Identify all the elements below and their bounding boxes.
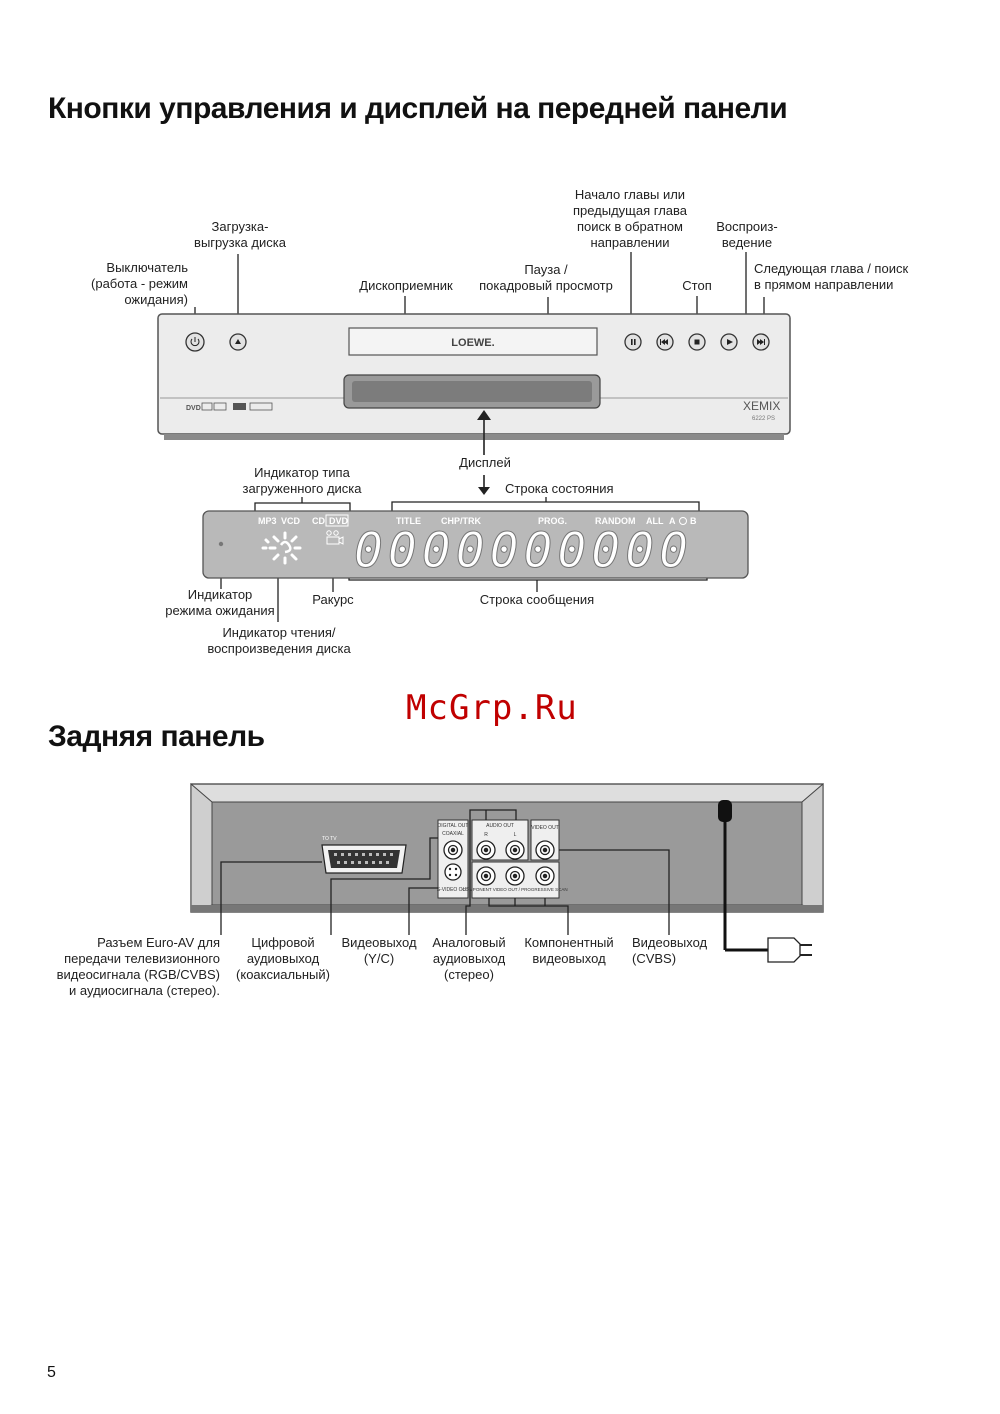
svideo-out-label: S-VIDEO OUT bbox=[437, 887, 470, 893]
brand-logo: LOEWE. bbox=[451, 337, 494, 349]
front-panel-diagram: LOEWE. DVD XEMIX 6222 PS bbox=[157, 252, 791, 622]
disc-spin-icon bbox=[261, 531, 302, 565]
audio-l-label: L bbox=[514, 832, 517, 838]
front-section-title: Кнопки управления и дисплей на передней … bbox=[48, 92, 788, 125]
label-read-indicator: Индикатор чтения/воспроизведения диска bbox=[207, 625, 351, 656]
vfd-prog: PROG. bbox=[538, 516, 567, 526]
vfd-message-digits: 0000000000 bbox=[354, 523, 693, 579]
label-stop: Стоп bbox=[682, 278, 712, 293]
label-pause: Пауза /покадровый просмотр bbox=[479, 262, 613, 293]
vfd-random: RANDOM bbox=[595, 516, 636, 526]
label-angle: Ракурс bbox=[312, 592, 354, 607]
angle-icon bbox=[326, 530, 344, 545]
vfd-vcd: VCD bbox=[281, 516, 301, 526]
watermark: McGrp.Ru bbox=[406, 688, 578, 728]
audio-out-label: AUDIO OUT bbox=[486, 823, 514, 829]
vfd-all: ALL bbox=[646, 516, 664, 526]
component-out-label: COMPONENT VIDEO OUT / PROGRESSIVE SCAN bbox=[462, 887, 567, 892]
vfd-b: B bbox=[690, 516, 697, 526]
label-message-row: Строка сообщения bbox=[479, 592, 595, 607]
label-video-yc: Видеовыход(Y/C) bbox=[341, 935, 417, 966]
rear-panel-diagram: TO TV DIGITAL OUT COAXIAL AUDIO OUT R L … bbox=[190, 782, 824, 963]
label-video-cvbs: Видеовыход(CVBS) bbox=[632, 935, 708, 966]
video-out-label: VIDEO OUT bbox=[531, 825, 559, 831]
label-tray: Дископриемник bbox=[359, 278, 453, 293]
label-play: Воспроиз-ведение bbox=[716, 219, 778, 250]
label-eject: Загрузка-выгрузка диска bbox=[194, 219, 286, 250]
vfd-chp-trk: CHP/TRK bbox=[441, 516, 481, 526]
model-logo: XEMIX bbox=[743, 399, 780, 413]
label-display: Дисплей bbox=[459, 455, 511, 470]
vfd-title: TITLE bbox=[396, 516, 421, 526]
dvd-logo: DVD bbox=[186, 405, 201, 412]
digital-out-label: DIGITAL OUT bbox=[438, 823, 469, 829]
coaxial-label: COAXIAL bbox=[442, 831, 464, 837]
rear-section-title: Задняя панель bbox=[48, 720, 265, 753]
vfd-a: A bbox=[669, 516, 676, 526]
audio-r-label: R bbox=[484, 832, 488, 838]
label-status-row: Строка состояния bbox=[505, 481, 614, 496]
vfd-dvd: DVD bbox=[329, 516, 349, 526]
vfd-cd: CD bbox=[312, 516, 325, 526]
scart-label: TO TV bbox=[322, 836, 337, 842]
page-number: 5 bbox=[47, 1364, 56, 1381]
model-sub: 6222 PS bbox=[752, 416, 775, 422]
vfd-mp3: MP3 bbox=[258, 516, 277, 526]
